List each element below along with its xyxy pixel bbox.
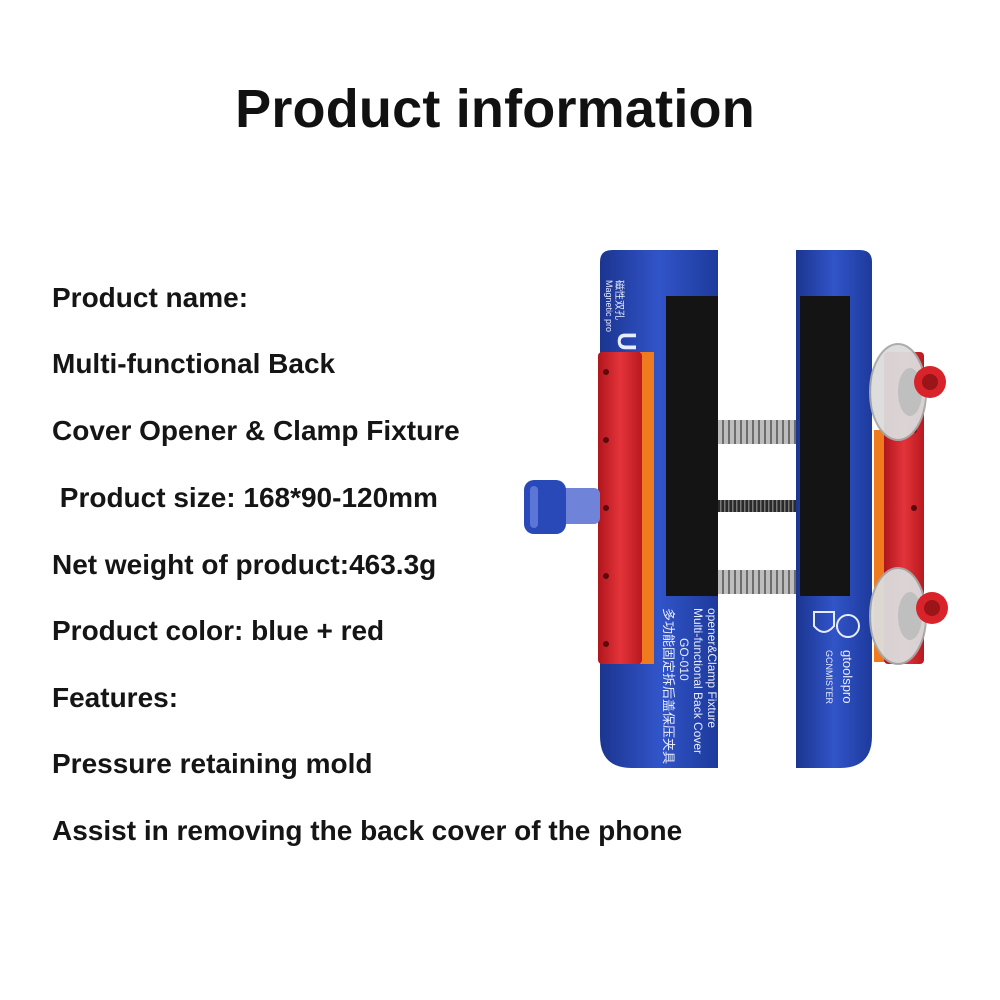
jaw-hole: [603, 641, 609, 647]
left-block-label-en: Magnetic pro: [604, 280, 614, 332]
left-black-pad: [666, 296, 718, 596]
spring-top: [718, 420, 796, 444]
engraving-cn: 多功能固定拆后盖保压夹具: [661, 608, 676, 764]
brand-left: GCNMISTER: [824, 650, 834, 705]
blue-knob-shaft: [556, 488, 600, 524]
jaw-hole: [603, 369, 609, 375]
shield-logo: [813, 611, 835, 633]
spec-features-label: Features:: [52, 682, 179, 713]
spec-product-name-line1: Multi-functional Back: [52, 348, 336, 379]
engraving-line2: opener&Clamp Fixture: [705, 608, 719, 728]
engraving-model: GO-010: [677, 638, 691, 681]
spec-product-size: Product size: 168*90-120mm: [52, 482, 438, 513]
suction-cup-top: [869, 343, 946, 441]
spring-bottom: [718, 570, 796, 594]
left-red-jaw: [598, 352, 642, 664]
jaw-hole: [603, 437, 609, 443]
left-orange-pad: [640, 352, 654, 664]
spec-product-name-line2: Cover Opener & Clamp Fixture: [52, 415, 460, 446]
spec-product-color: Product color: blue + red: [52, 615, 385, 646]
engraving-line1: Multi-functional Back Cover: [691, 608, 705, 754]
jaw-hole: [603, 573, 609, 579]
center-screw: [710, 500, 800, 512]
page-title: Product information: [235, 79, 755, 139]
jaw-hole: [911, 505, 917, 511]
jaw-hole: [603, 505, 609, 511]
right-black-pad: [800, 296, 850, 596]
product-photo: 磁性双孔 Magnetic pro U 多功能固定拆后盖保压夹具 GO-010 …: [500, 240, 970, 780]
blue-knob-highlight: [530, 486, 538, 528]
brand-right: gtoolspro: [840, 650, 855, 703]
clamp-fixture-illustration: 磁性双孔 Magnetic pro U 多功能固定拆后盖保压夹具 GO-010 …: [524, 250, 948, 768]
spec-feature-2: Assist in removing the back cover of the…: [52, 815, 683, 846]
suction-cup-bottom: [869, 567, 948, 665]
spec-feature-1: Pressure retaining mold: [52, 748, 373, 779]
left-block-label-cn: 磁性双孔: [613, 280, 626, 320]
spec-net-weight: Net weight of product:463.3g: [52, 549, 437, 580]
spec-product-name-label: Product name:: [52, 282, 249, 313]
left-engraving: 多功能固定拆后盖保压夹具 GO-010 Multi-functional Bac…: [661, 608, 719, 764]
gtools-logo-icon: [836, 614, 860, 638]
magnet-icon: U: [612, 332, 642, 351]
